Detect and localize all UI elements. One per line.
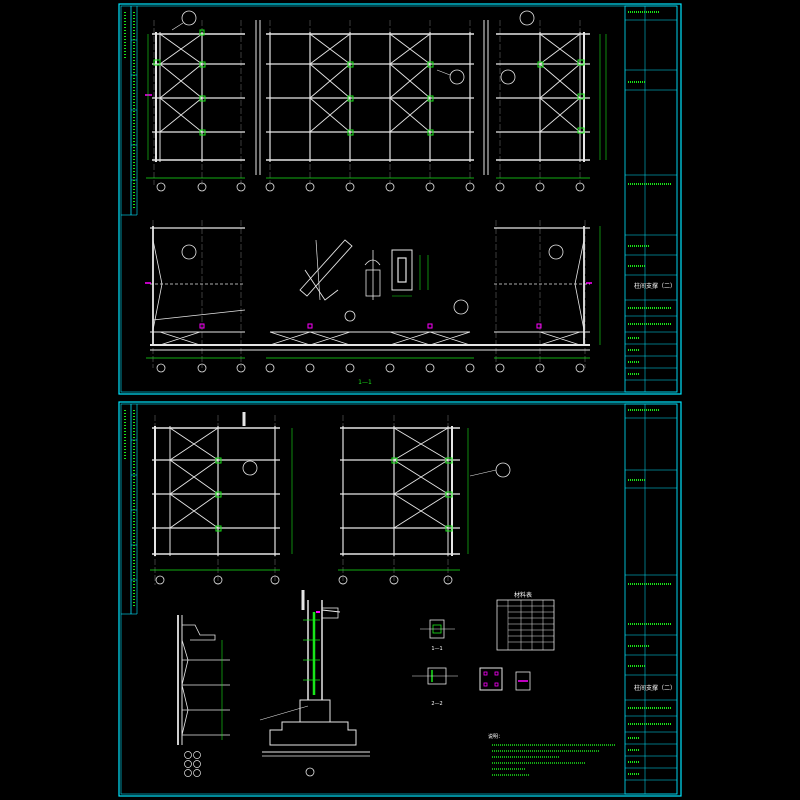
sheet-1-title-block-name: 柱间支撑（二）: [634, 282, 676, 290]
sheet-2-foundation-section: [259, 590, 370, 777]
sheet-1-section-1-1: 1—1: [145, 220, 601, 386]
sheet-1-elevation-middle: [255, 20, 489, 192]
sheet-2-material-table: 材料表: [496, 591, 555, 651]
sheet-2-border: [118, 401, 682, 797]
sheet-2-binding-strip: [121, 404, 138, 615]
sheet-2-notes: 说明：: [488, 733, 615, 776]
material-table-title: 材料表: [514, 591, 532, 599]
sheet-1-elevation-right: [495, 10, 607, 192]
sheet-2-column-profile: [177, 615, 230, 777]
sheet-2-title-block-name: 柱间支撑（二）: [634, 684, 676, 692]
sheet-2-elevation-b: [338, 415, 511, 585]
sheet-1-title-block: 柱间支撑（二）: [624, 5, 678, 393]
sheet-2-title-block: 柱间支撑（二）: [624, 403, 678, 795]
sheet-1-node-details: [299, 239, 429, 322]
sheet-2-small-details: 1—1 2—2: [412, 619, 531, 707]
sheet-1: 柱间支撑（二）: [118, 3, 682, 395]
detail-2-2-label: 2—2: [431, 701, 442, 707]
sheet-2: 柱间支撑（二）: [118, 401, 682, 797]
sheet-1-binding-strip: [121, 6, 138, 216]
section-1-1-label: 1—1: [358, 379, 372, 386]
sheet-2-elevation-a: [150, 412, 293, 585]
sheet-1-border: [118, 3, 682, 395]
sheet-1-elevation-left: [145, 10, 246, 192]
notes-heading: 说明：: [488, 733, 503, 740]
detail-1-1-label: 1—1: [431, 646, 442, 652]
